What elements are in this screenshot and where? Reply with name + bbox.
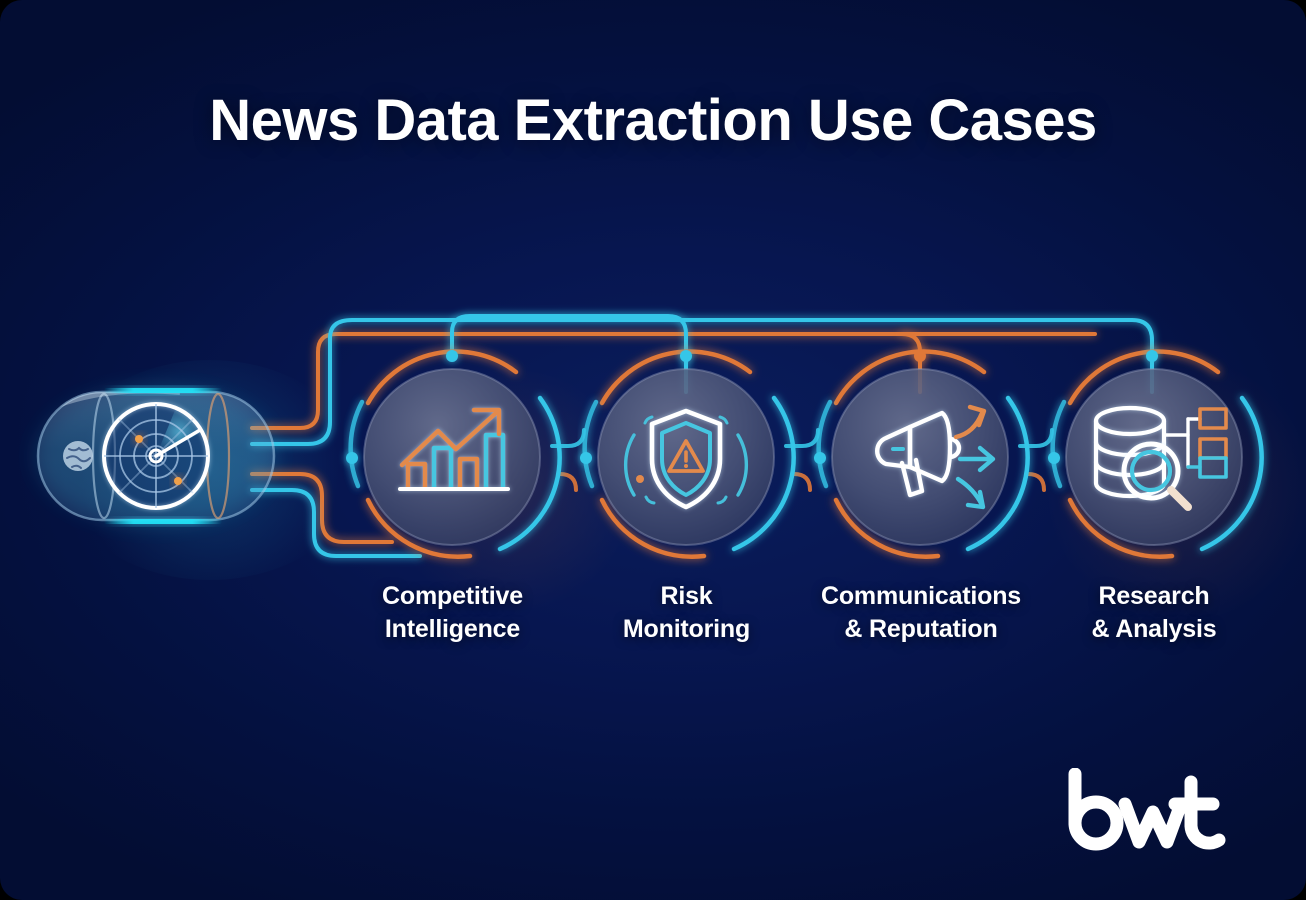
node-communications-reputation[interactable] [831, 368, 1009, 546]
connector-junction-dots [346, 350, 1158, 464]
node-ring-arcs [348, 349, 1264, 559]
database-search-icon [1093, 405, 1228, 511]
node-label-competitive-intelligence: Competitive Intelligence [382, 582, 523, 643]
node-competitive-intelligence[interactable] [363, 368, 541, 546]
shield-alert-icon [623, 408, 749, 510]
globe-icon [63, 441, 93, 471]
node-label-communications-reputation: Communications & Reputation [821, 582, 1021, 643]
node-label-risk-monitoring: Risk Monitoring [622, 582, 751, 643]
node-label-research-analysis: Research & Analysis [1091, 582, 1217, 643]
node-risk-monitoring[interactable] [597, 368, 775, 546]
bar-chart-growth-icon [398, 407, 510, 491]
node-research-analysis[interactable] [1065, 368, 1243, 546]
megaphone-arrows-icon [875, 404, 996, 510]
bwt-logo [1068, 768, 1226, 851]
page-title: News Data Extraction Use Cases [209, 88, 1097, 153]
news-radar-source[interactable] [36, 386, 276, 526]
radar-icon [102, 402, 210, 510]
